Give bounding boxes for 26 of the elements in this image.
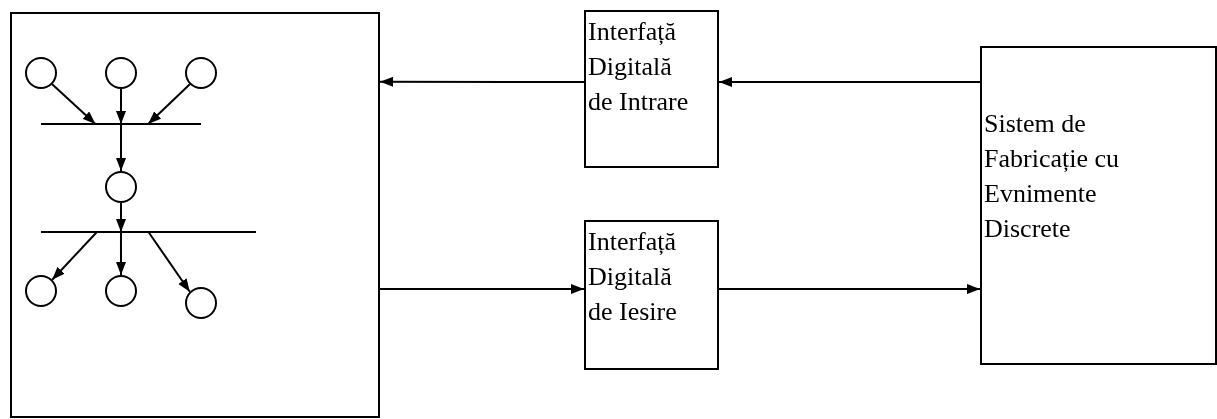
place-circle [25, 275, 57, 307]
arrow [116, 202, 126, 233]
arrow [51, 231, 98, 281]
place-circle [105, 275, 137, 307]
arrow [718, 77, 981, 88]
place-circle [185, 287, 217, 319]
arrow [379, 284, 585, 294]
arrow [147, 231, 191, 293]
arrow [116, 88, 126, 125]
box-label: Sistem de Fabricație cu Evnimente Discrete [984, 108, 1120, 245]
box-label: Interfață Digitală de Intrare [588, 16, 690, 118]
arrow [379, 76, 585, 87]
place-circle [105, 57, 137, 89]
arrow [51, 83, 97, 125]
arrow [116, 231, 126, 276]
place-circle [25, 57, 57, 89]
box-label: Interfață Digitală de Iesire [588, 226, 678, 328]
place-circle [105, 171, 137, 203]
arrow [147, 83, 191, 125]
arrow [116, 123, 126, 172]
block-box [10, 12, 380, 418]
arrow [718, 284, 981, 295]
process-box [584, 10, 719, 168]
process-box [980, 46, 1217, 365]
process-box [584, 220, 719, 370]
place-circle [185, 57, 217, 89]
